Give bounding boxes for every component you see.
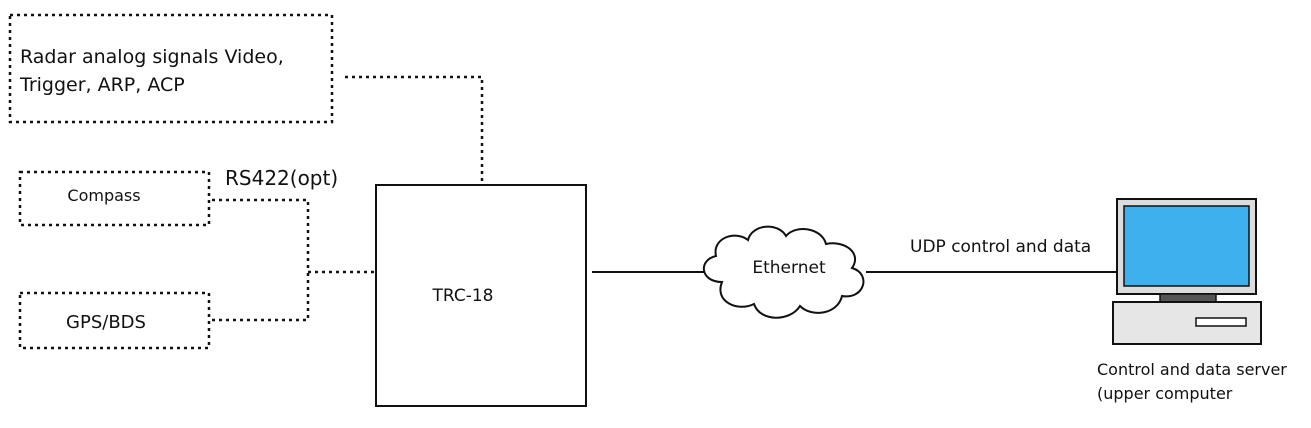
- radar-signals-label-line2: Trigger, ARP, ACP: [19, 74, 185, 96]
- server-label-line2: (upper computer: [1097, 384, 1233, 403]
- monitor-stand: [1159, 293, 1217, 303]
- gps-label: GPS/BDS: [66, 312, 146, 333]
- computer-icon: [1112, 198, 1262, 345]
- server-label-line1: Control and data server: [1097, 360, 1287, 379]
- disk-drive-slot: [1195, 317, 1247, 327]
- radar-signals-label-line1: Radar analog signals Video,: [20, 46, 284, 68]
- rs422-label: RS422(opt): [225, 166, 338, 190]
- udp-label: UDP control and data: [910, 237, 1091, 257]
- trc18-label: TRC-18: [432, 286, 494, 306]
- trc18-box: [375, 184, 587, 407]
- ethernet-label: Ethernet: [752, 258, 826, 278]
- compass-label: Compass: [67, 186, 140, 205]
- radar-signals-node: Radar analog signals Video, Trigger, ARP…: [8, 13, 334, 124]
- trc18-node: TRC-18: [375, 184, 587, 407]
- ethernet-cloud: Ethernet: [703, 225, 865, 319]
- radar-signals-box: [8, 13, 334, 124]
- cloud-shape: [703, 225, 865, 319]
- gps-connector: [212, 272, 310, 322]
- gps-box: [18, 291, 211, 350]
- monitor-screen: [1123, 205, 1250, 287]
- dotted-connectors: [212, 75, 484, 322]
- radar-to-trc-connector: [345, 75, 484, 185]
- compass-connector: [212, 198, 310, 272]
- gps-node: GPS/BDS: [18, 291, 211, 350]
- compass-box: [18, 170, 211, 227]
- compass-node: Compass: [18, 170, 211, 227]
